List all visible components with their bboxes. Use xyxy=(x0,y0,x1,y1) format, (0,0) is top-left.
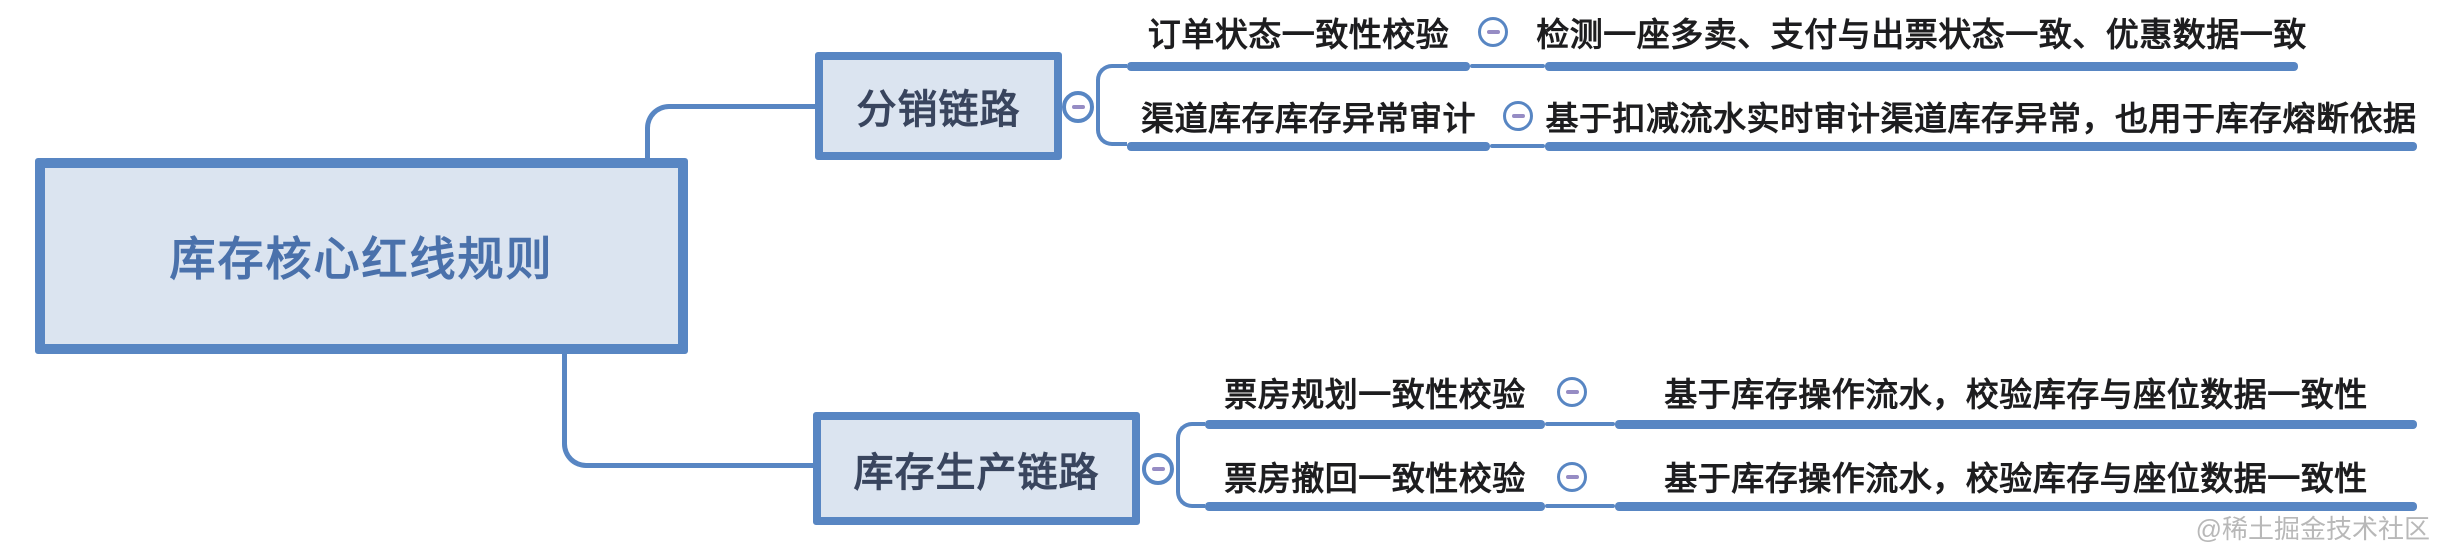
connector-branch2-to-child1 xyxy=(1176,422,1205,471)
description-underline xyxy=(1545,62,2298,71)
watermark: @稀土掘金技术社区 xyxy=(2195,514,2430,544)
topic-underline xyxy=(1127,62,1470,71)
description-underline xyxy=(1545,142,2417,151)
leaf-topic[interactable]: 订单状态一致性校验 xyxy=(1127,8,1470,56)
minus-icon xyxy=(1151,467,1165,471)
leaf-description-label: 基于库存操作流水，校验库存与座位数据一致性 xyxy=(1664,460,2368,497)
connector-topic-to-description xyxy=(1545,504,1615,508)
branch-node-inventory-production[interactable]: 库存生产链路 xyxy=(813,412,1140,525)
topic-underline xyxy=(1205,420,1545,429)
leaf-description[interactable]: 基于库存操作流水，校验库存与座位数据一致性 xyxy=(1615,368,2417,416)
branch-node-distribution[interactable]: 分销链路 xyxy=(815,52,1062,160)
leaf-topic[interactable]: 票房规划一致性校验 xyxy=(1205,368,1545,416)
description-underline xyxy=(1615,502,2417,511)
connector-root-to-branch2 xyxy=(562,353,815,468)
root-node-label: 库存核心红线规则 xyxy=(169,233,554,285)
leaf-description-label: 检测一座多卖、支付与出票状态一致、优惠数据一致 xyxy=(1536,16,2307,53)
collapse-minus-circle-icon[interactable] xyxy=(1478,17,1508,47)
connector-topic-to-description xyxy=(1490,144,1545,148)
branch-node-label: 库存生产链路 xyxy=(853,450,1100,495)
leaf-description[interactable]: 检测一座多卖、支付与出票状态一致、优惠数据一致 xyxy=(1536,8,2306,56)
leaf-topic[interactable]: 渠道库存库存异常审计 xyxy=(1127,92,1490,140)
root-node[interactable]: 库存核心红线规则 xyxy=(35,158,688,354)
minus-icon xyxy=(1511,114,1525,118)
collapse-minus-circle-icon[interactable] xyxy=(1503,101,1533,131)
connector-root-to-branch1 xyxy=(645,104,815,160)
minus-icon xyxy=(1565,475,1579,479)
connector-topic-to-description xyxy=(1470,64,1545,68)
leaf-topic-label: 票房规划一致性校验 xyxy=(1224,376,1526,413)
connector-branch2-to-child2 xyxy=(1176,467,1205,508)
description-underline xyxy=(1615,420,2417,429)
branch-node-label: 分销链路 xyxy=(856,88,1021,132)
leaf-description-label: 基于扣减流水实时审计渠道库存异常，也用于库存熔断依据 xyxy=(1545,100,2417,137)
topic-underline xyxy=(1127,142,1490,151)
leaf-topic[interactable]: 票房撤回一致性校验 xyxy=(1205,452,1545,500)
connector-topic-to-description xyxy=(1545,422,1615,426)
collapse-minus-circle-icon[interactable] xyxy=(1557,462,1587,492)
collapse-minus-circle-icon[interactable] xyxy=(1557,377,1587,407)
connector-branch1-to-child2 xyxy=(1096,105,1127,146)
minus-icon xyxy=(1565,390,1579,394)
leaf-topic-label: 渠道库存库存异常审计 xyxy=(1141,100,1476,137)
connector-branch1-to-child1 xyxy=(1096,64,1127,109)
collapse-minus-circle-icon[interactable] xyxy=(1142,453,1174,485)
leaf-description[interactable]: 基于扣减流水实时审计渠道库存异常，也用于库存熔断依据 xyxy=(1545,92,2417,140)
leaf-topic-label: 订单状态一致性校验 xyxy=(1147,16,1450,53)
collapse-minus-circle-icon[interactable] xyxy=(1062,91,1094,123)
leaf-topic-label: 票房撤回一致性校验 xyxy=(1224,460,1526,497)
topic-underline xyxy=(1205,502,1545,511)
leaf-description[interactable]: 基于库存操作流水，校验库存与座位数据一致性 xyxy=(1615,452,2417,500)
leaf-description-label: 基于库存操作流水，校验库存与座位数据一致性 xyxy=(1664,376,2368,413)
minus-icon xyxy=(1071,105,1085,109)
minus-icon xyxy=(1486,30,1500,34)
